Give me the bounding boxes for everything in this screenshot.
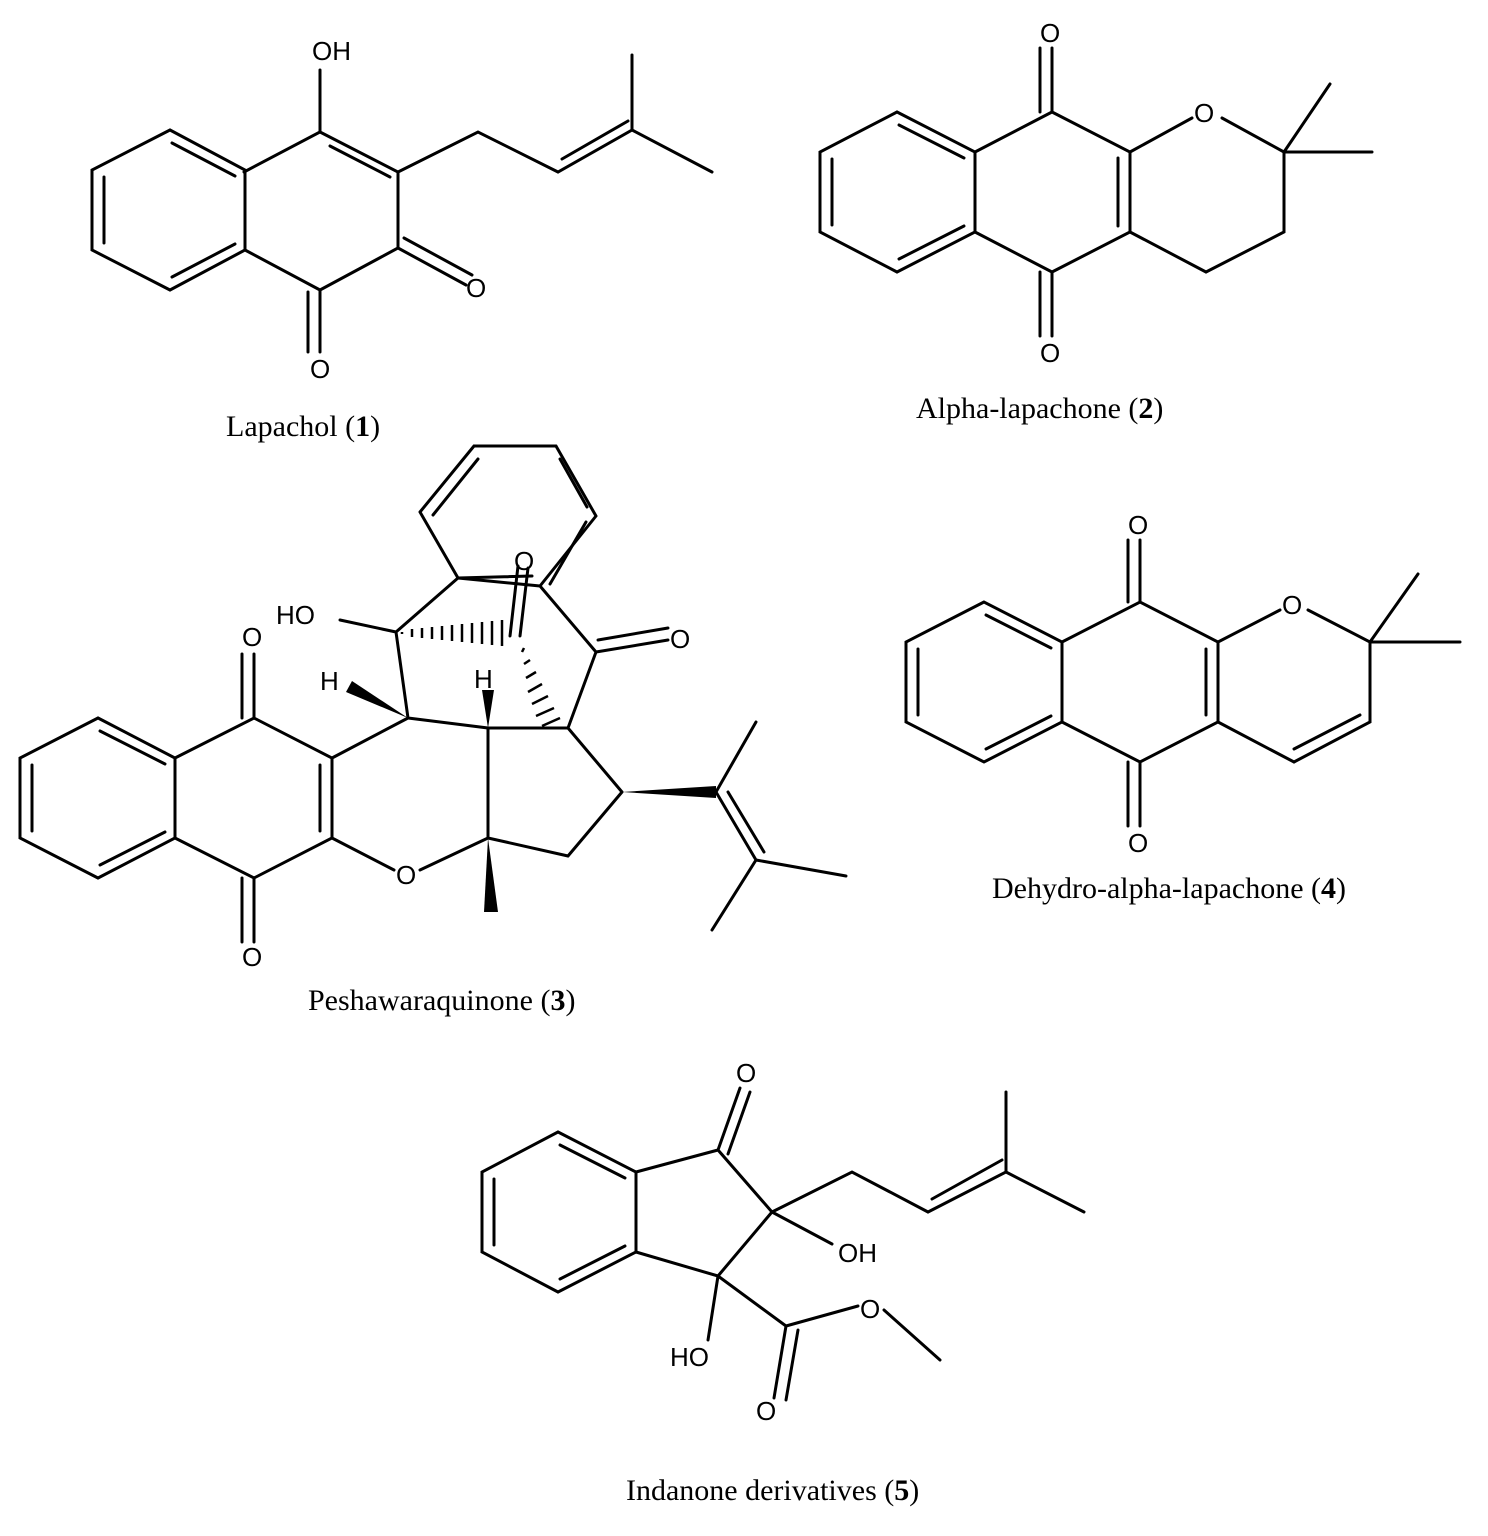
lapachol-oh-label: OH [312, 36, 351, 66]
peshawaraquinone-wedge-isopropenyl [622, 786, 716, 798]
peshawaraquinone-o-label-left-bottom: O [242, 942, 262, 972]
structure-alpha-lapachone: O O O Alpha-lapachone (2) [818, 18, 1374, 425]
indanone-oh-label: OH [838, 1238, 877, 1268]
structure-lapachol: OH O O Lapachol (1) [90, 36, 714, 443]
structure-peshawaraquinone: HO H H O O O O O Peshawaraquinone (3) [18, 444, 848, 1017]
peshawaraquinone-h-label-left: H [320, 666, 339, 696]
lapachol-caption: Lapachol (1) [226, 410, 380, 443]
peshawaraquinone-bonds-core [338, 444, 848, 932]
peshawaraquinone-o-label-left-top: O [242, 622, 262, 652]
lapachol-o-label-bottom: O [310, 354, 330, 384]
dehydro-alpha-lapachone-o-label-top: O [1128, 510, 1148, 540]
dehydro-alpha-lapachone-o-label-ring: O [1282, 590, 1302, 620]
dehydro-alpha-lapachone-bonds [904, 538, 1462, 828]
peshawaraquinone-o-label-right: O [670, 624, 690, 654]
peshawaraquinone-o-label-ring: O [396, 860, 416, 890]
peshawaraquinone-hash-bonds [400, 620, 561, 728]
peshawaraquinone-o-label-upper: O [514, 546, 534, 576]
lapachol-o-label-right: O [466, 273, 486, 303]
peshawaraquinone-wedge-h-mid [482, 690, 494, 728]
indanone-ho-label: HO [670, 1342, 709, 1372]
peshawaraquinone-double-bonds-left [30, 652, 322, 944]
alpha-lapachone-double-bonds [830, 46, 1120, 338]
indanone-caption: Indanone derivatives (5) [626, 1474, 919, 1507]
peshawaraquinone-bonds-left [18, 652, 490, 944]
peshawaraquinone-h-label-mid: H [474, 664, 493, 694]
peshawaraquinone-caption: Peshawaraquinone (3) [308, 984, 575, 1017]
lapachol-double-bonds [102, 119, 630, 354]
alpha-lapachone-o-label-top: O [1040, 18, 1060, 48]
indanone-bonds [480, 1086, 1086, 1400]
dehydro-alpha-lapachone-caption: Dehydro-alpha-lapachone (4) [992, 872, 1346, 905]
structure-indanone-derivative: O OH HO O O Indanone derivatives (5) [480, 1058, 1086, 1507]
peshawaraquinone-ho-label: HO [276, 600, 315, 630]
dehydro-alpha-lapachone-o-label-bottom: O [1128, 828, 1148, 858]
alpha-lapachone-bonds [818, 46, 1374, 338]
indanone-o-label-ester: O [860, 1294, 880, 1324]
indanone-double-bonds [492, 1090, 1004, 1402]
alpha-lapachone-o-label-ring: O [1194, 98, 1214, 128]
indanone-o-label-top: O [736, 1058, 756, 1088]
peshawaraquinone-double-bonds-core [431, 457, 766, 854]
alpha-lapachone-o-label-bottom: O [1040, 338, 1060, 368]
dehydro-alpha-lapachone-double-bonds [916, 538, 1362, 828]
peshawaraquinone-wedge-methyl [484, 838, 498, 912]
indanone-o-label-carbonyl: O [756, 1396, 776, 1426]
structure-dehydro-alpha-lapachone: O O O Dehydro-alpha-lapachone (4) [904, 510, 1462, 905]
peshawaraquinone-wedge-h-left [346, 681, 408, 718]
alpha-lapachone-caption: Alpha-lapachone (2) [916, 392, 1163, 425]
lapachol-bonds [90, 53, 714, 354]
